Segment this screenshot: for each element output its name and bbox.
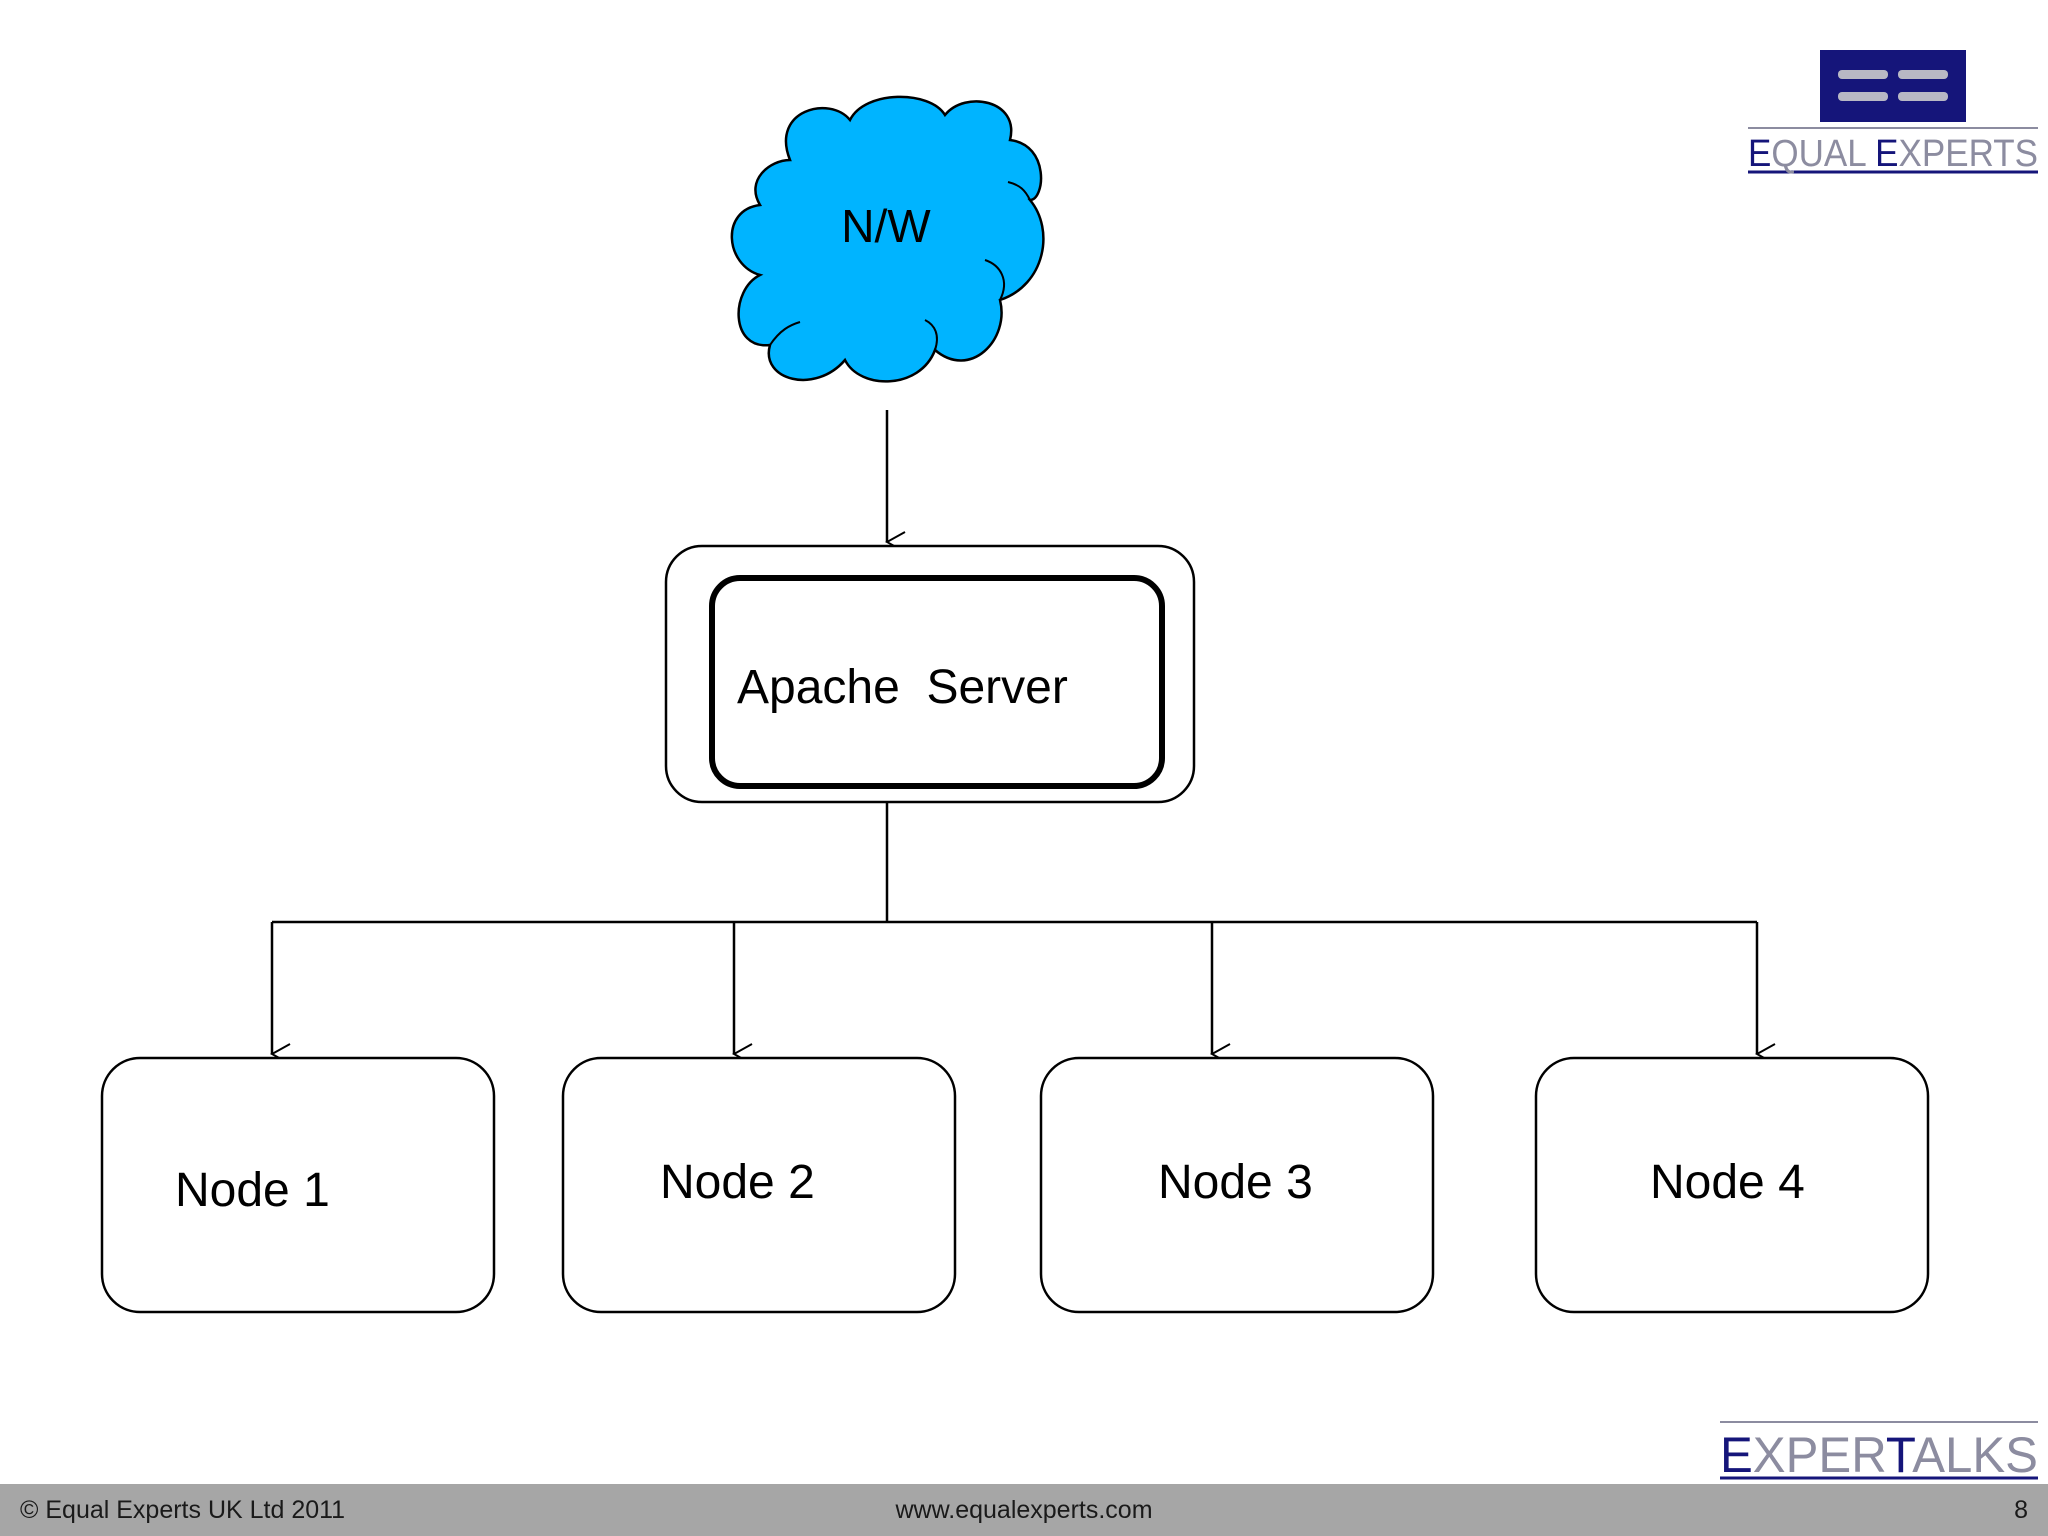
- expertalks-logo: EXPERTALKS: [1720, 1421, 2038, 1483]
- equal-experts-wordmark: EQUAL EXPERTS: [1748, 133, 2038, 175]
- node-2: Node 2: [561, 1056, 957, 1314]
- node-4-label: Node 4: [1650, 1156, 1805, 1209]
- node-1: Node 1: [100, 1056, 496, 1314]
- cloud-label: N/W: [841, 200, 931, 252]
- apache-server: Apache Server: [664, 544, 1196, 804]
- node-2-label: Node 2: [660, 1156, 815, 1209]
- node-3-label: Node 3: [1158, 1156, 1313, 1209]
- architecture-diagram: N/W Apache Server Node 1 Node 2 Node 3 N…: [100, 50, 2038, 1483]
- cloud-shape: [730, 95, 1045, 383]
- footer-copyright: © Equal Experts UK Ltd 2011: [20, 1496, 346, 1524]
- node-1-label: Node 1: [175, 1164, 330, 1217]
- expertalks-wordmark: EXPERTALKS: [1720, 1427, 2038, 1483]
- network-cloud: N/W: [730, 95, 1045, 383]
- node-3: Node 3: [1039, 1056, 1435, 1314]
- node-3-box: [1039, 1056, 1435, 1314]
- footer-url: www.equalexperts.com: [895, 1496, 1153, 1524]
- node-4: Node 4: [1534, 1056, 1930, 1314]
- footer-bar: © Equal Experts UK Ltd 2011 www.equalexp…: [0, 1484, 2048, 1536]
- server-label: Apache Server: [737, 661, 1068, 714]
- node-4-box: [1534, 1056, 1930, 1314]
- node-1-box: [100, 1056, 496, 1314]
- server-inner-box: [709, 575, 1165, 789]
- equal-experts-mark-icon: [1820, 50, 1966, 122]
- node-2-box: [561, 1056, 957, 1314]
- page-number: 8: [2014, 1496, 2028, 1524]
- equal-experts-logo: EQUAL EXPERTS: [1748, 50, 2038, 175]
